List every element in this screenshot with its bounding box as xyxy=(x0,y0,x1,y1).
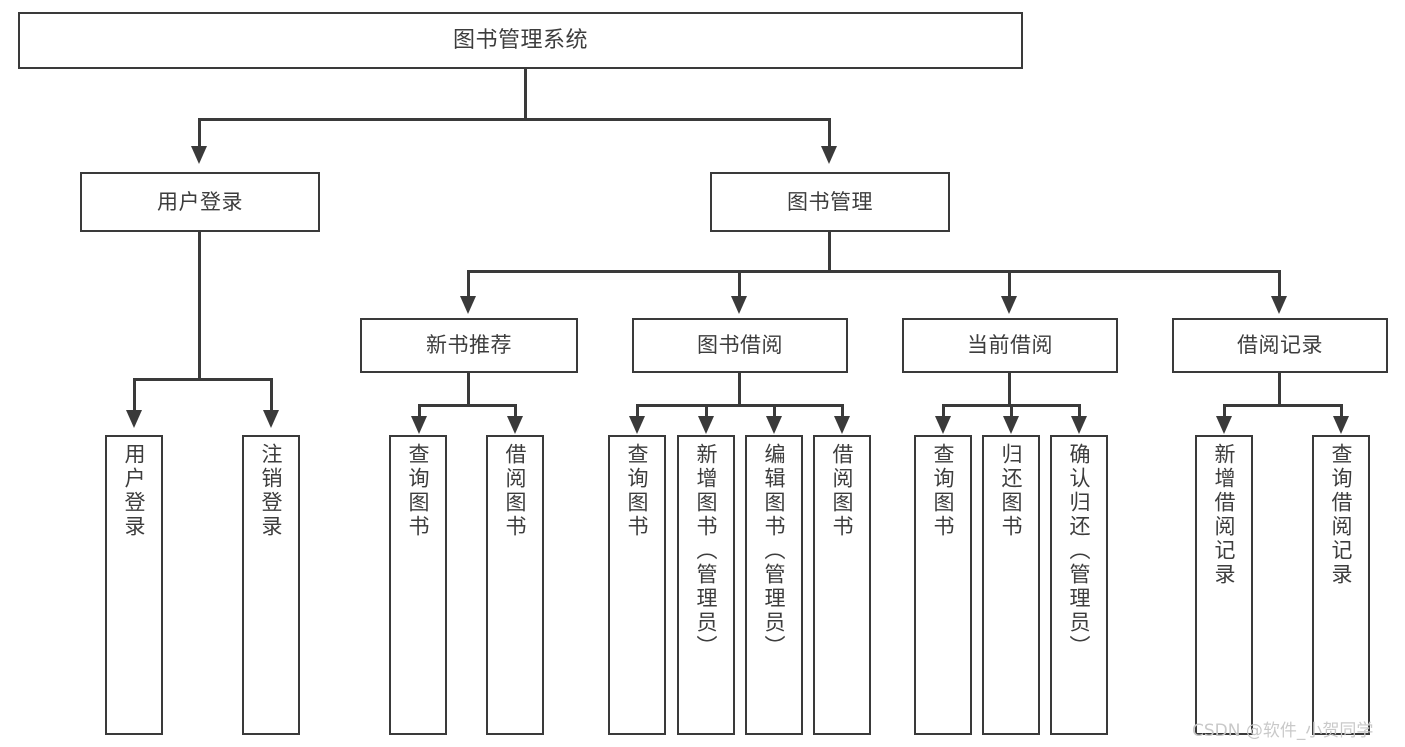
connector-records-stem xyxy=(1278,373,1281,406)
connector-login-to-leaf1 xyxy=(133,378,136,412)
connector-newbook-to-leaf1 xyxy=(418,404,421,418)
connector-bookmgmt-to-newbook xyxy=(467,270,470,298)
connector-bookmgmt-to-records xyxy=(1278,270,1281,298)
connector-bookmgmt-to-current xyxy=(1008,270,1011,298)
connector-root-stem xyxy=(524,69,527,120)
node-label: 用户登录 xyxy=(157,189,243,214)
node-book-borrow[interactable]: 图书借阅 xyxy=(632,318,848,373)
node-label: 编辑图书（管理员） xyxy=(762,443,787,659)
node-label: 注销登录 xyxy=(259,443,284,539)
connector-bookmgmt-to-borrow xyxy=(738,270,741,298)
node-label: 借阅图书 xyxy=(503,443,528,539)
connector-borrow-to-leaf3 xyxy=(773,404,776,418)
arrow-current-to-leaf1 xyxy=(935,416,951,434)
node-label: 图书借阅 xyxy=(697,333,783,358)
connector-current-to-leaf3 xyxy=(1078,404,1081,418)
node-label: 图书管理 xyxy=(787,189,873,214)
node-label: 图书管理系统 xyxy=(452,27,588,53)
node-label: 新增图书（管理员） xyxy=(694,443,719,659)
arrow-bookmgmt-to-newbook xyxy=(460,296,476,314)
connector-borrow-bar xyxy=(636,404,842,407)
arrow-borrow-to-leaf4 xyxy=(834,416,850,434)
connector-borrow-to-leaf1 xyxy=(636,404,639,418)
leaf-borrow-edit-book[interactable]: 编辑图书（管理员） xyxy=(745,435,803,735)
arrow-records-to-leaf1 xyxy=(1216,416,1232,434)
connector-current-to-leaf1 xyxy=(942,404,945,418)
connector-borrow-to-leaf2 xyxy=(705,404,708,418)
connector-login-stem xyxy=(198,232,201,380)
node-label: 借阅记录 xyxy=(1237,333,1323,358)
connector-root-to-bookmgmt xyxy=(828,118,831,148)
arrow-login-to-leaf1 xyxy=(126,410,142,428)
node-new-book-recommend[interactable]: 新书推荐 xyxy=(360,318,578,373)
connector-login-to-leaf2 xyxy=(270,378,273,412)
node-label: 新增借阅记录 xyxy=(1212,443,1237,587)
connector-records-to-leaf1 xyxy=(1223,404,1226,418)
node-label: 查询借阅记录 xyxy=(1329,443,1354,587)
connector-current-stem xyxy=(1008,373,1011,406)
node-user-login[interactable]: 用户登录 xyxy=(80,172,320,232)
arrow-root-to-bookmgmt xyxy=(821,146,837,164)
connector-newbook-to-leaf2 xyxy=(514,404,517,418)
connector-records-to-leaf2 xyxy=(1340,404,1343,418)
node-label: 查询图书 xyxy=(931,443,956,539)
connector-bookmgmt-bar xyxy=(467,270,1280,273)
node-label: 借阅图书 xyxy=(830,443,855,539)
connector-records-bar xyxy=(1223,404,1342,407)
connector-newbook-stem xyxy=(467,373,470,406)
leaf-user-login[interactable]: 用户登录 xyxy=(105,435,163,735)
arrow-borrow-to-leaf1 xyxy=(629,416,645,434)
leaf-current-confirm-return[interactable]: 确认归还（管理员） xyxy=(1050,435,1108,735)
connector-root-bar xyxy=(198,118,830,121)
leaf-records-query-record[interactable]: 查询借阅记录 xyxy=(1312,435,1370,735)
leaf-newbook-borrow-book[interactable]: 借阅图书 xyxy=(486,435,544,735)
arrow-bookmgmt-to-current xyxy=(1001,296,1017,314)
arrow-current-to-leaf3 xyxy=(1071,416,1087,434)
connector-borrow-to-leaf4 xyxy=(841,404,844,418)
leaf-newbook-query-book[interactable]: 查询图书 xyxy=(389,435,447,735)
leaf-current-query-book[interactable]: 查询图书 xyxy=(914,435,972,735)
leaf-current-return-book[interactable]: 归还图书 xyxy=(982,435,1040,735)
node-root-system[interactable]: 图书管理系统 xyxy=(18,12,1023,69)
leaf-borrow-borrow-book[interactable]: 借阅图书 xyxy=(813,435,871,735)
arrow-current-to-leaf2 xyxy=(1003,416,1019,434)
node-label: 归还图书 xyxy=(999,443,1024,539)
node-label: 查询图书 xyxy=(406,443,431,539)
leaf-borrow-query-book[interactable]: 查询图书 xyxy=(608,435,666,735)
arrow-newbook-to-leaf2 xyxy=(507,416,523,434)
arrow-borrow-to-leaf3 xyxy=(766,416,782,434)
connector-newbook-bar xyxy=(418,404,516,407)
arrow-root-to-login xyxy=(191,146,207,164)
connector-current-to-leaf2 xyxy=(1010,404,1013,418)
leaf-logout[interactable]: 注销登录 xyxy=(242,435,300,735)
connector-root-to-login xyxy=(198,118,201,148)
arrow-newbook-to-leaf1 xyxy=(411,416,427,434)
node-current-borrow[interactable]: 当前借阅 xyxy=(902,318,1118,373)
arrow-bookmgmt-to-records xyxy=(1271,296,1287,314)
arrow-bookmgmt-to-borrow xyxy=(731,296,747,314)
leaf-records-add-record[interactable]: 新增借阅记录 xyxy=(1195,435,1253,735)
arrow-records-to-leaf2 xyxy=(1333,416,1349,434)
node-label: 查询图书 xyxy=(625,443,650,539)
arrow-borrow-to-leaf2 xyxy=(698,416,714,434)
node-label: 当前借阅 xyxy=(967,333,1053,358)
connector-bookmgmt-stem xyxy=(828,232,831,272)
node-book-management[interactable]: 图书管理 xyxy=(710,172,950,232)
csdn-watermark: CSDN @软件_小贺同学 xyxy=(1192,721,1374,741)
connector-login-bar xyxy=(133,378,270,381)
node-label: 确认归还（管理员） xyxy=(1067,443,1092,659)
connector-borrow-stem xyxy=(738,373,741,406)
leaf-borrow-add-book[interactable]: 新增图书（管理员） xyxy=(677,435,735,735)
node-borrow-records[interactable]: 借阅记录 xyxy=(1172,318,1388,373)
arrow-login-to-leaf2 xyxy=(263,410,279,428)
node-label: 新书推荐 xyxy=(426,333,512,358)
node-label: 用户登录 xyxy=(122,443,147,539)
